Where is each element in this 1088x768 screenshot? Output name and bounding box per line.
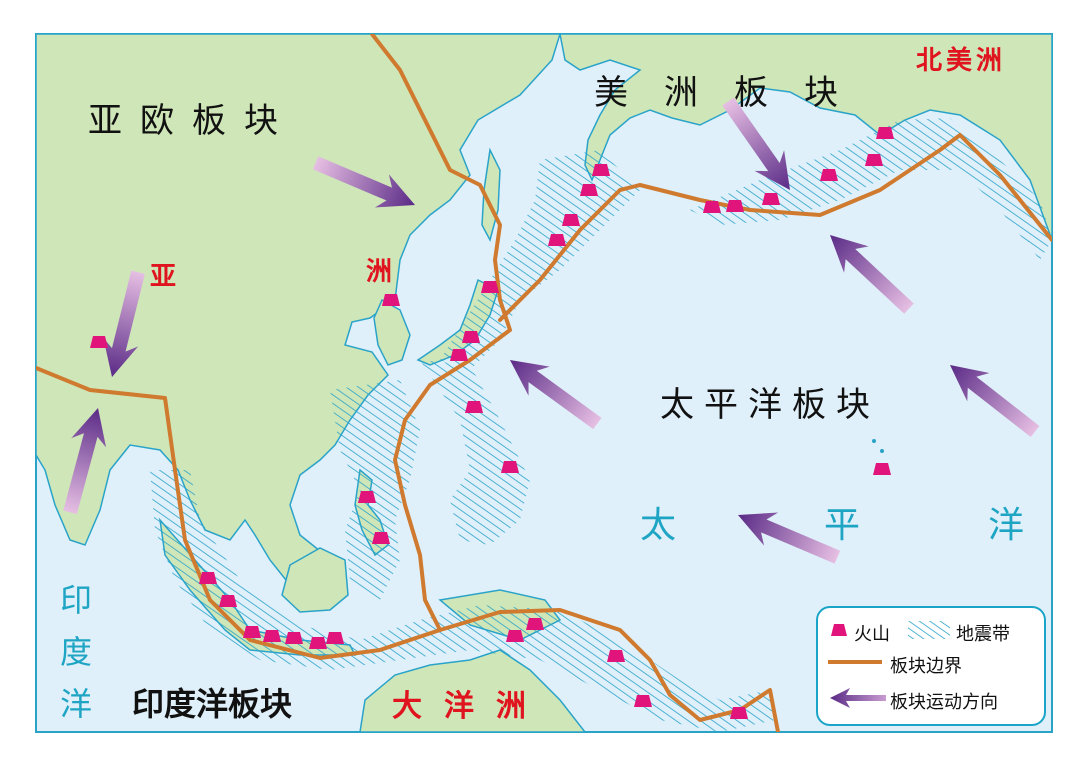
plate-boundary-indian — [36, 366, 780, 732]
seismic-belt — [420, 360, 530, 545]
volcano-icon — [548, 234, 566, 246]
plate-boundary-eurasia-pacific — [370, 34, 512, 632]
label-indian-ocean-yang: 洋 — [60, 685, 93, 723]
korea-peninsula — [373, 298, 411, 366]
seismic-belt — [690, 118, 1052, 260]
asia-landmass — [36, 34, 561, 601]
motion-arrow — [103, 270, 145, 377]
label-north-america: 北美洲 — [916, 46, 1007, 76]
volcano-icon — [526, 618, 544, 630]
label-eurasian-plate: 亚欧板块 — [88, 101, 296, 141]
pacific-islet — [880, 449, 884, 453]
volcano-icon — [762, 193, 780, 205]
volcano-icon — [358, 491, 376, 503]
borneo-island — [281, 547, 349, 613]
volcano-icon — [372, 532, 390, 544]
volcano-icon — [580, 184, 598, 196]
legend-plate-boundary-label: 板块边界 — [890, 656, 962, 677]
plate-boundary-america-pacific — [498, 133, 1052, 322]
seismic-belt — [150, 470, 775, 732]
siberia-landmass — [559, 34, 1052, 241]
seismic-belt — [330, 380, 420, 600]
map-legend: 火山 地震带 板块边界 板块运动方向 — [816, 606, 1046, 726]
pacific-islet — [872, 439, 876, 443]
volcano-icon — [382, 294, 400, 306]
motion-arrow — [63, 408, 107, 515]
volcano-icon — [562, 214, 580, 226]
label-asia-left: 亚 — [150, 262, 181, 292]
legend-volcano-label: 火山 — [854, 624, 890, 645]
australia-landmass — [359, 649, 586, 732]
motion-arrow — [312, 156, 415, 208]
label-oceania: 大洋洲 — [392, 689, 548, 724]
motion-arrow — [510, 360, 602, 430]
label-american-plate: 美洲板块 — [594, 73, 874, 113]
volcano-icon — [592, 164, 610, 176]
volcano-icon — [865, 154, 883, 166]
label-indian-ocean-yin: 印 — [60, 581, 93, 619]
label-indian-ocean-plate: 印度洋板块 — [132, 685, 293, 723]
volcano-icon — [506, 630, 524, 642]
plate-boundary-line-icon — [828, 660, 882, 664]
volcano-icon — [730, 707, 748, 719]
legend-seismic-belt-label: 地震带 — [956, 624, 1010, 645]
volcano-icon — [820, 169, 838, 181]
volcano-icon — [501, 461, 519, 473]
volcano-icon — [726, 200, 744, 212]
volcano-icon — [285, 632, 303, 644]
plate-motion-arrow-icon — [830, 688, 886, 708]
volcano-icon — [876, 127, 894, 139]
seismic-belt-icon — [908, 621, 950, 639]
volcano-icon — [481, 281, 499, 293]
volcano-icon — [263, 630, 281, 642]
volcano-icon — [703, 201, 721, 213]
volcano-icon — [90, 336, 108, 348]
motion-arrow — [830, 235, 914, 314]
label-pacific-plate: 太平洋板块 — [660, 385, 880, 425]
legend-plate-motion-label: 板块运动方向 — [890, 692, 998, 713]
label-asia-right: 洲 — [366, 257, 397, 287]
volcano-icon — [634, 695, 652, 707]
plate-boundaries — [36, 34, 1052, 732]
label-indian-ocean-du: 度 — [60, 633, 93, 671]
label-pacific-ocean-yang: 洋 — [988, 505, 1025, 546]
volcano-icon — [326, 632, 344, 644]
volcano-icon — [607, 650, 625, 662]
seismic-belt — [440, 150, 640, 370]
volcano-icon — [831, 624, 847, 636]
volcano-icon — [309, 637, 327, 649]
motion-arrow — [738, 512, 841, 564]
volcano-icon — [243, 626, 261, 638]
volcano-icon — [199, 572, 217, 584]
motion-arrow — [722, 97, 790, 190]
volcano-icon — [219, 595, 237, 607]
volcano-icon — [450, 349, 468, 361]
seismic-belts — [150, 118, 1052, 732]
plate-motion-arrows — [63, 97, 1040, 564]
label-pacific-ocean-ping: 平 — [824, 505, 861, 546]
label-pacific-ocean-tai: 太 — [640, 505, 677, 546]
volcano-icon — [462, 331, 480, 343]
volcano-icon — [465, 401, 483, 413]
volcano-icon — [873, 463, 891, 475]
volcanoes — [90, 127, 894, 719]
motion-arrow — [950, 365, 1040, 438]
